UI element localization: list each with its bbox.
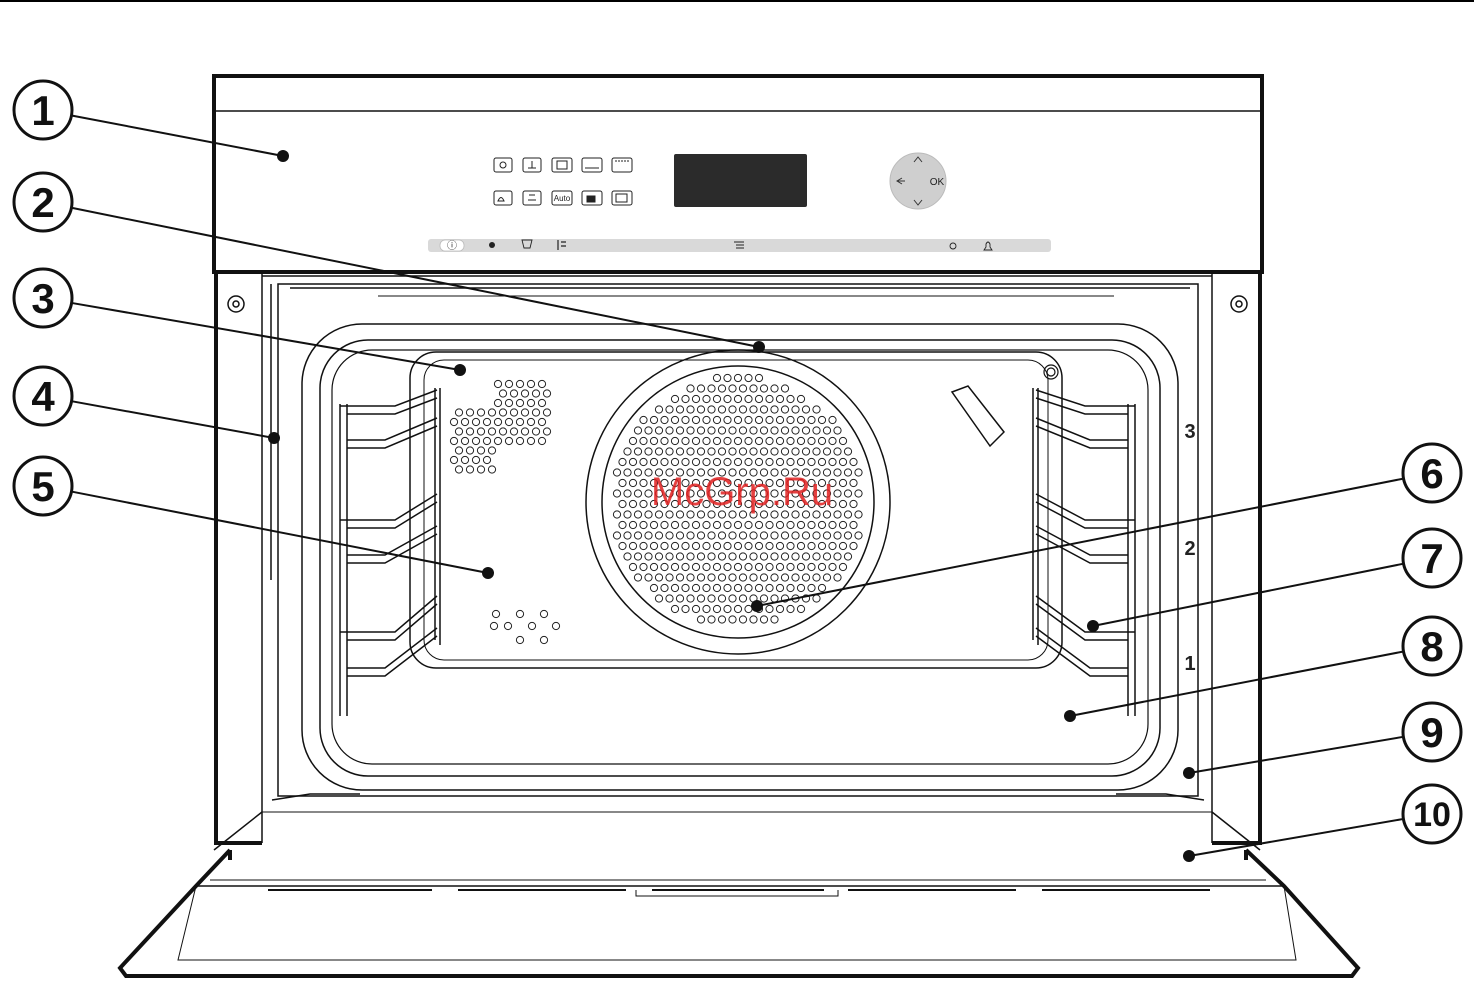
sensor-strip: ⓘ — [428, 239, 1051, 252]
callout-3: 3 — [14, 269, 466, 376]
callout-7: 7 — [1087, 529, 1461, 632]
ok-button[interactable]: OK — [930, 177, 945, 188]
display-screen — [674, 154, 807, 207]
callout-pointer-dot — [753, 341, 765, 353]
callout-pointer-dot — [751, 600, 763, 612]
callout-pointer-dot — [277, 150, 289, 162]
left-shelf-runners — [340, 388, 440, 716]
callout-number: 9 — [1420, 709, 1443, 756]
callout-5: 5 — [14, 457, 494, 579]
info-icon[interactable]: ⓘ — [447, 240, 457, 252]
callout-number: 6 — [1420, 450, 1443, 497]
settings-icon[interactable] — [612, 191, 632, 205]
grill-fan-icon[interactable] — [523, 191, 541, 205]
callout-number: 5 — [31, 463, 54, 510]
callout-pointer-dot — [1183, 850, 1195, 862]
callout-pointer-dot — [454, 364, 466, 376]
callout-pointer-dot — [1064, 710, 1076, 722]
callout-number: 2 — [31, 179, 54, 226]
callout-number: 8 — [1420, 623, 1443, 670]
callout-4: 4 — [14, 367, 280, 444]
bottom-heat-icon[interactable] — [582, 158, 602, 172]
shelf-level-3: 3 — [1184, 421, 1195, 443]
callout-pointer-dot — [268, 432, 280, 444]
callout-10: 10 — [1183, 785, 1461, 862]
auto-button-label: Auto — [554, 194, 571, 203]
navigation-dial[interactable]: OK — [890, 153, 946, 209]
top-heat-icon[interactable] — [612, 158, 632, 172]
screw-icon — [228, 296, 244, 312]
screw-icon — [1231, 296, 1247, 312]
dot-icon[interactable] — [489, 242, 495, 248]
watermark: McGrp.Ru — [651, 470, 833, 514]
callout-2: 2 — [14, 173, 765, 353]
callout-pointer-dot — [1087, 620, 1099, 632]
shelf-level-2: 2 — [1184, 538, 1195, 560]
callout-number: 3 — [31, 275, 54, 322]
callout-pointer-dot — [1183, 767, 1195, 779]
callout-number: 1 — [31, 87, 54, 134]
callout-number: 4 — [31, 373, 55, 420]
back-panel-vent-holes — [450, 380, 559, 643]
callout-9: 9 — [1183, 703, 1461, 779]
oven-door — [120, 794, 1358, 976]
callout-number: 10 — [1413, 796, 1451, 834]
conventional-icon[interactable] — [552, 158, 572, 172]
moisture-icon[interactable] — [494, 191, 512, 205]
callout-pointer-dot — [482, 567, 494, 579]
callout-1: 1 — [14, 81, 289, 162]
callout-number: 7 — [1420, 535, 1443, 582]
fan-plus-icon[interactable] — [494, 158, 512, 172]
shelf-level-1: 1 — [1184, 653, 1195, 675]
